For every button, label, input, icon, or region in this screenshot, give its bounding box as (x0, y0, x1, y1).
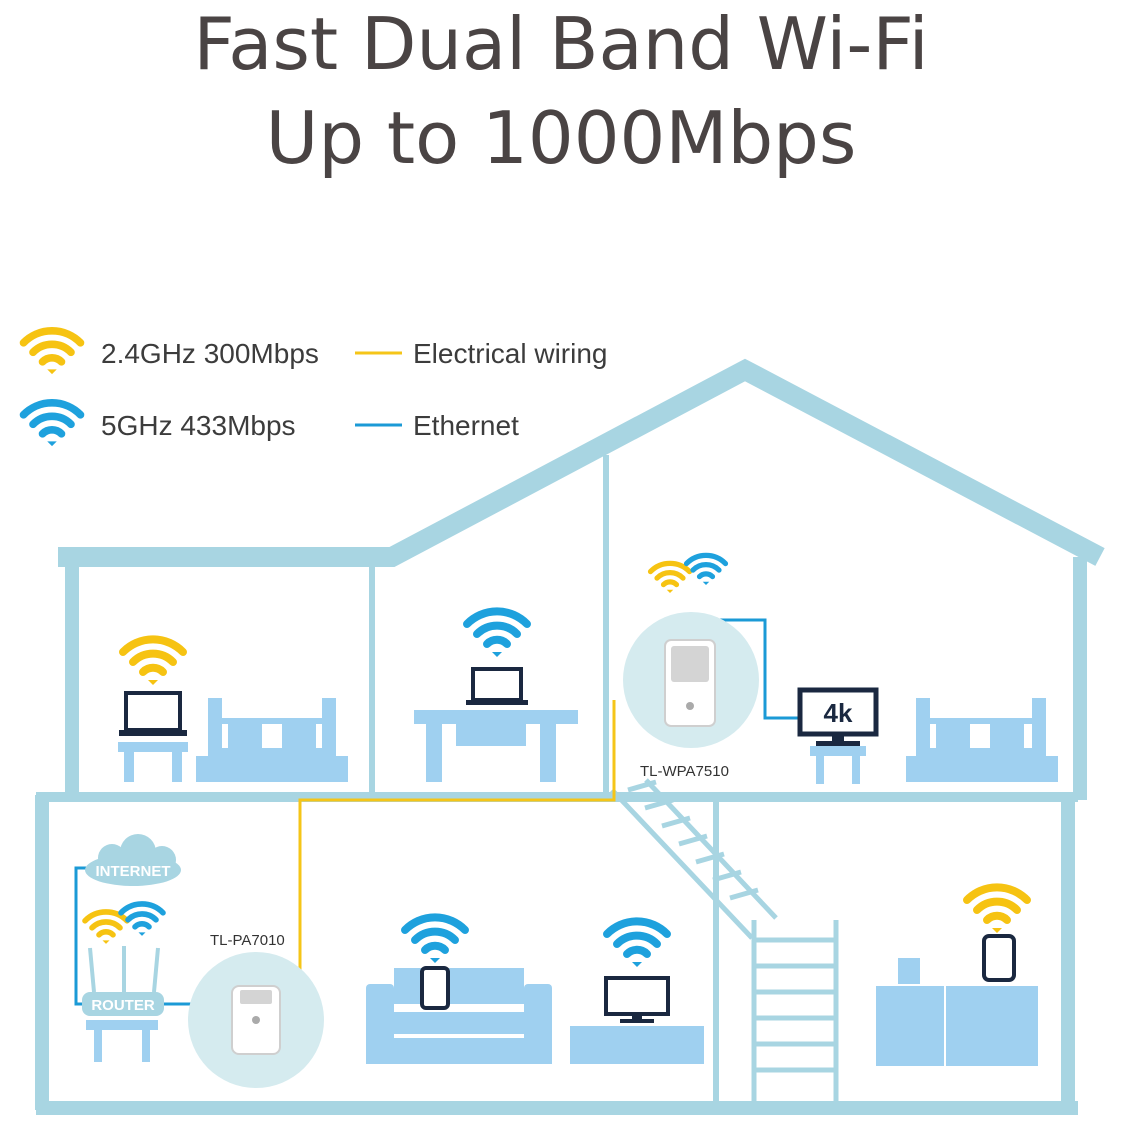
kitchen-counter (876, 958, 1038, 1066)
wifi-24-icon-router (85, 912, 127, 944)
legend-wifi-5-icon (23, 403, 80, 446)
legend-wifi-24-icon (23, 331, 80, 374)
wifi-24-icon-laptop-left (123, 639, 183, 685)
extender-model-label: TL-WPA7510 (640, 763, 729, 780)
bed-right (906, 698, 1058, 782)
phone-sofa (420, 966, 450, 1010)
wifi-24-icon-phone-kitchen (967, 887, 1027, 933)
router-label: ROUTER (91, 997, 155, 1014)
headline-line-1: Fast Dual Band Wi-Fi (193, 2, 929, 86)
router-device (82, 946, 164, 1016)
wifi-5-icon-phone-sofa (405, 917, 465, 963)
phone-kitchen (982, 934, 1016, 982)
tv-4k-badge: 4k (824, 698, 853, 728)
adapter-model-label: TL-PA7010 (210, 932, 285, 949)
sofa (366, 968, 552, 1064)
house-outline (35, 358, 1105, 1115)
wifi-5-icon-router (121, 904, 163, 936)
legend-label-electrical: Electrical wiring (413, 338, 608, 369)
powerline-extender-device (664, 639, 716, 727)
headline-line-2: Up to 1000Mbps (265, 96, 857, 180)
tv-4k: 4k (797, 687, 879, 746)
desk-middle (414, 710, 578, 782)
side-table-left (118, 742, 188, 782)
legend-label-ethernet: Ethernet (413, 410, 519, 441)
legend-label-5ghz: 5GHz 433Mbps (101, 410, 296, 441)
wifi-24-icon-extender (651, 563, 690, 593)
wifi-5-icon-extender (687, 555, 726, 585)
laptop-middle (466, 667, 528, 705)
staircase (610, 778, 839, 1104)
wifi-5-icon-laptop-middle (467, 611, 527, 657)
legend-label-24ghz: 2.4GHz 300Mbps (101, 338, 319, 369)
ethernet-line-tv (690, 618, 800, 720)
wifi-5-icon-tv-lower (607, 921, 667, 967)
tv-stand-upper (810, 746, 866, 784)
internet-label: INTERNET (96, 863, 171, 880)
bed-left (196, 698, 348, 782)
internet-cloud-icon (85, 834, 181, 886)
tv-cabinet (570, 1026, 704, 1064)
tv-lower (604, 976, 670, 1023)
laptop-left (119, 691, 187, 736)
router-stand (86, 1020, 158, 1062)
powerline-adapter-device (231, 985, 281, 1055)
